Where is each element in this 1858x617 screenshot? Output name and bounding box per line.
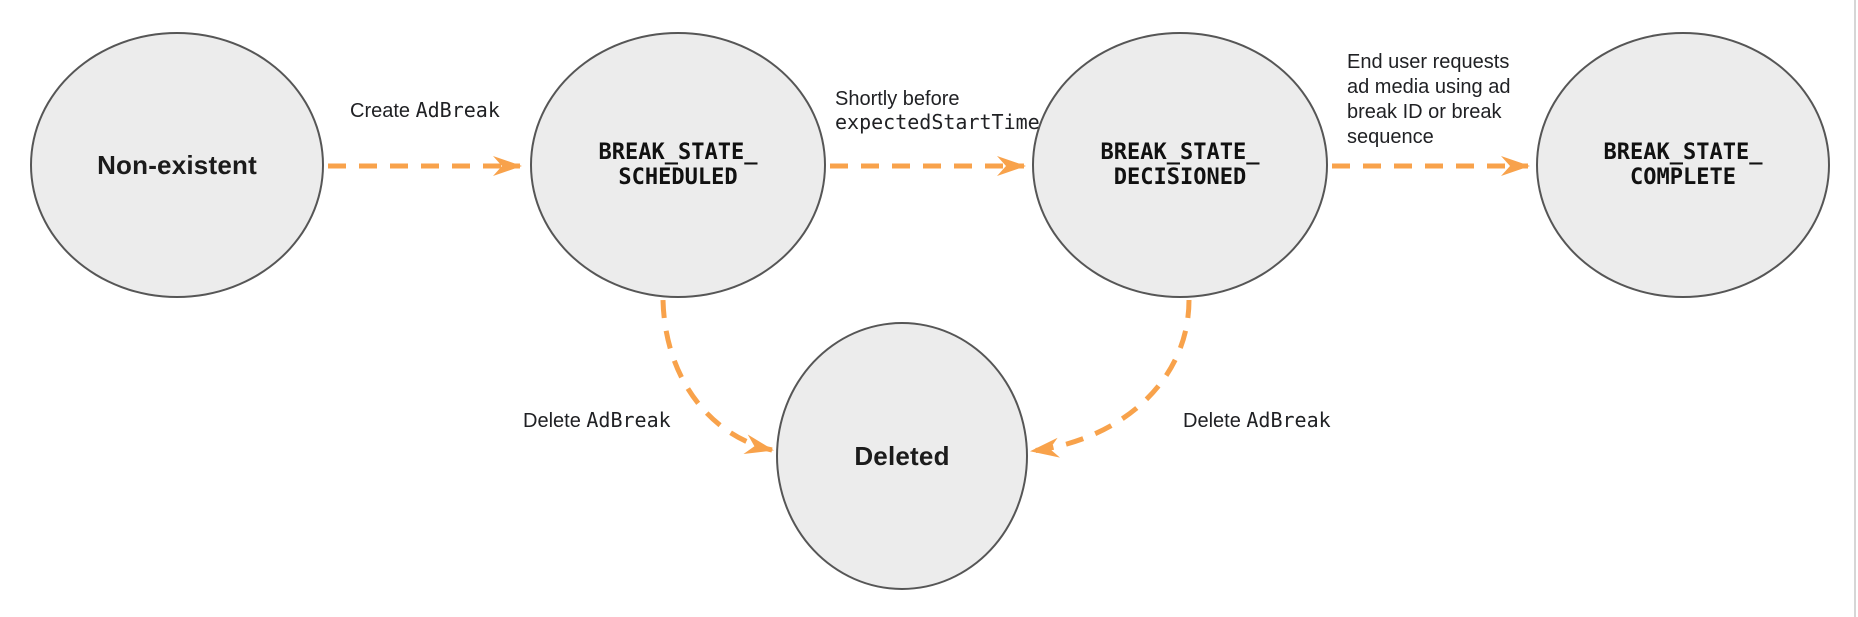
edge-label-shortly-before: Shortly before expectedStartTime: [835, 88, 1040, 134]
edge-label-end-user-requests: End user requests ad media using ad brea…: [1347, 50, 1510, 150]
state-node-break-state-complete: BREAK_STATE_ COMPLETE: [1536, 32, 1830, 298]
edge-label-text: Create: [350, 100, 416, 122]
state-label-line: BREAK_STATE_: [1100, 140, 1260, 165]
edge-label-code: expectedStartTime: [835, 110, 1040, 134]
edge-label-text: End user requests: [1347, 51, 1510, 73]
state-label-line: COMPLETE: [1630, 165, 1736, 190]
edge-label-create-adbreak: Create AdBreak: [350, 99, 500, 123]
state-node-deleted: Deleted: [776, 322, 1028, 590]
edge-label-code: AdBreak: [586, 408, 671, 432]
state-node-break-state-scheduled: BREAK_STATE_ SCHEDULED: [530, 32, 826, 298]
edge-label-text: break ID or break: [1347, 101, 1502, 123]
state-node-break-state-decisioned: BREAK_STATE_ DECISIONED: [1032, 32, 1328, 298]
edge-label-text: ad media using ad: [1347, 76, 1511, 98]
edge-label-code: AdBreak: [415, 98, 500, 122]
edge-label-text: Delete: [1183, 410, 1247, 432]
edge-delete-adbreak-right-arrow: [1030, 299, 1192, 458]
edge-label-delete-adbreak-right: Delete AdBreak: [1183, 409, 1331, 433]
state-label: Non-existent: [97, 149, 257, 180]
state-label: Deleted: [854, 440, 950, 471]
state-label-line: DECISIONED: [1113, 165, 1247, 190]
state-label-line: BREAK_STATE_: [598, 140, 758, 165]
edge-label-text: Shortly before: [835, 88, 960, 110]
edge-label-delete-adbreak-left: Delete AdBreak: [523, 409, 671, 433]
state-label-line: BREAK_STATE_: [1603, 140, 1763, 165]
edge-delete-adbreak-left-arrow: [660, 299, 774, 455]
state-node-non-existent: Non-existent: [30, 32, 324, 298]
edge-label-text: sequence: [1347, 126, 1434, 148]
page-divider-line: [1854, 0, 1856, 617]
state-label-line: SCHEDULED: [618, 165, 738, 190]
edge-label-text: Delete: [523, 410, 587, 432]
edge-label-code: AdBreak: [1246, 408, 1331, 432]
